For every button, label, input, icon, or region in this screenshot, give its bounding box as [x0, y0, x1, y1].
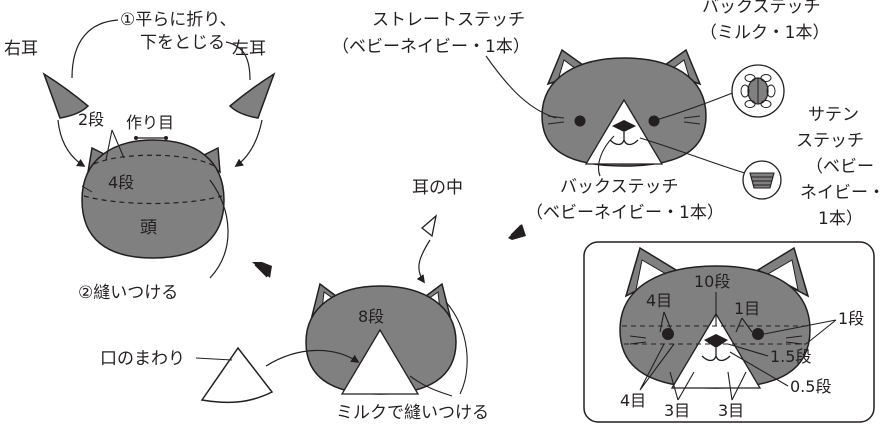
sew-milk-label: ミルクで縫いつける: [336, 403, 489, 423]
head-piece: [81, 139, 225, 259]
fold-step-label-2: 下をとじる: [140, 33, 225, 53]
finished-face: [541, 48, 707, 167]
back-stitch-top-label: バックステッチ: [702, 0, 821, 17]
left-ear-piece: [228, 72, 276, 119]
sew-on-label: ②縫いつける: [78, 283, 178, 303]
fold-step-label: ①平らに折り、: [120, 10, 237, 30]
rows-2-leader: [105, 129, 125, 161]
inner-ear-piece: [420, 214, 438, 238]
placement-detail: 10段 4目 1目 1段 1.5段 0.5段 4目 3目 3目: [583, 241, 875, 423]
back-stitch-bottom-color: （ベビーネイビー・1本）: [526, 203, 724, 223]
head-label: 頭: [140, 218, 157, 238]
fold-leader-right: [71, 19, 119, 79]
row-1-label: 1段: [838, 309, 864, 328]
satin-leader: [639, 137, 749, 175]
middle-assembly: 耳の中 8段 口のまわり ミルクで縫いつける: [100, 178, 526, 423]
embroidery-section: ストレートステッチ （ベビーネイビー・1本） バックステッチ （ミルク・1本）: [332, 0, 881, 229]
start-chain-label: 作り目: [126, 113, 174, 132]
satin-label-1: サテン: [808, 105, 859, 125]
satin-label-2: ステッチ: [796, 131, 864, 151]
inner-ear-label: 耳の中: [412, 178, 463, 198]
stitches-3b-label: 3目: [718, 401, 744, 420]
satin-label-3: （ベビー: [806, 157, 874, 177]
left-ear-label: 左耳: [232, 39, 266, 59]
right-ear-piece: [42, 72, 90, 119]
eye-detail-circle: [731, 64, 785, 118]
back-bottom-leader: [597, 135, 615, 177]
straight-stitch-label: ストレートステッチ: [372, 10, 525, 30]
satin-label-5: 1本）: [818, 209, 863, 229]
right-ear-label: 右耳: [4, 39, 38, 59]
sew-leader: [209, 179, 229, 279]
straight-leader: [485, 55, 557, 119]
straight-stitch-color: （ベビーネイビー・1本）: [332, 37, 530, 57]
back-stitch-top-color: （ミルク・1本）: [700, 23, 829, 43]
rows-8-label: 8段: [358, 307, 384, 326]
stitches-4-bottom-label: 4目: [620, 391, 646, 410]
right-ear-arrow: [57, 119, 86, 167]
rows-4-label: 4段: [108, 173, 134, 192]
rows-2-label: 2段: [78, 110, 104, 129]
detail-face: [619, 246, 811, 389]
inner-ear-arrow: [416, 239, 431, 284]
stitches-4-top-label: 4目: [646, 291, 672, 310]
mouth-area-arrow: [265, 349, 360, 367]
stitches-1-label: 1目: [734, 299, 760, 318]
mouth-area-piece: [200, 346, 274, 404]
mid-head: [305, 282, 457, 395]
row-0-5-label: 0.5段: [790, 377, 831, 396]
mouth-area-label: 口のまわり: [100, 349, 185, 369]
stitches-3a-label: 3目: [664, 401, 690, 420]
left-ear-arrow: [234, 119, 263, 167]
left-assembly: ①平らに折り、 下をとじる 右耳 左耳 頭 2段 作り目 4段: [4, 10, 276, 303]
back-stitch-bottom-label: バックステッチ: [560, 177, 679, 197]
nose-detail-circle: [742, 160, 782, 200]
sew-milk-leader: [409, 301, 468, 397]
row-1-5-label: 1.5段: [770, 347, 811, 366]
fold-leader-left: [225, 41, 251, 81]
rows-10-label: 10段: [694, 272, 730, 291]
satin-label-4: ネイビー・: [800, 183, 881, 203]
